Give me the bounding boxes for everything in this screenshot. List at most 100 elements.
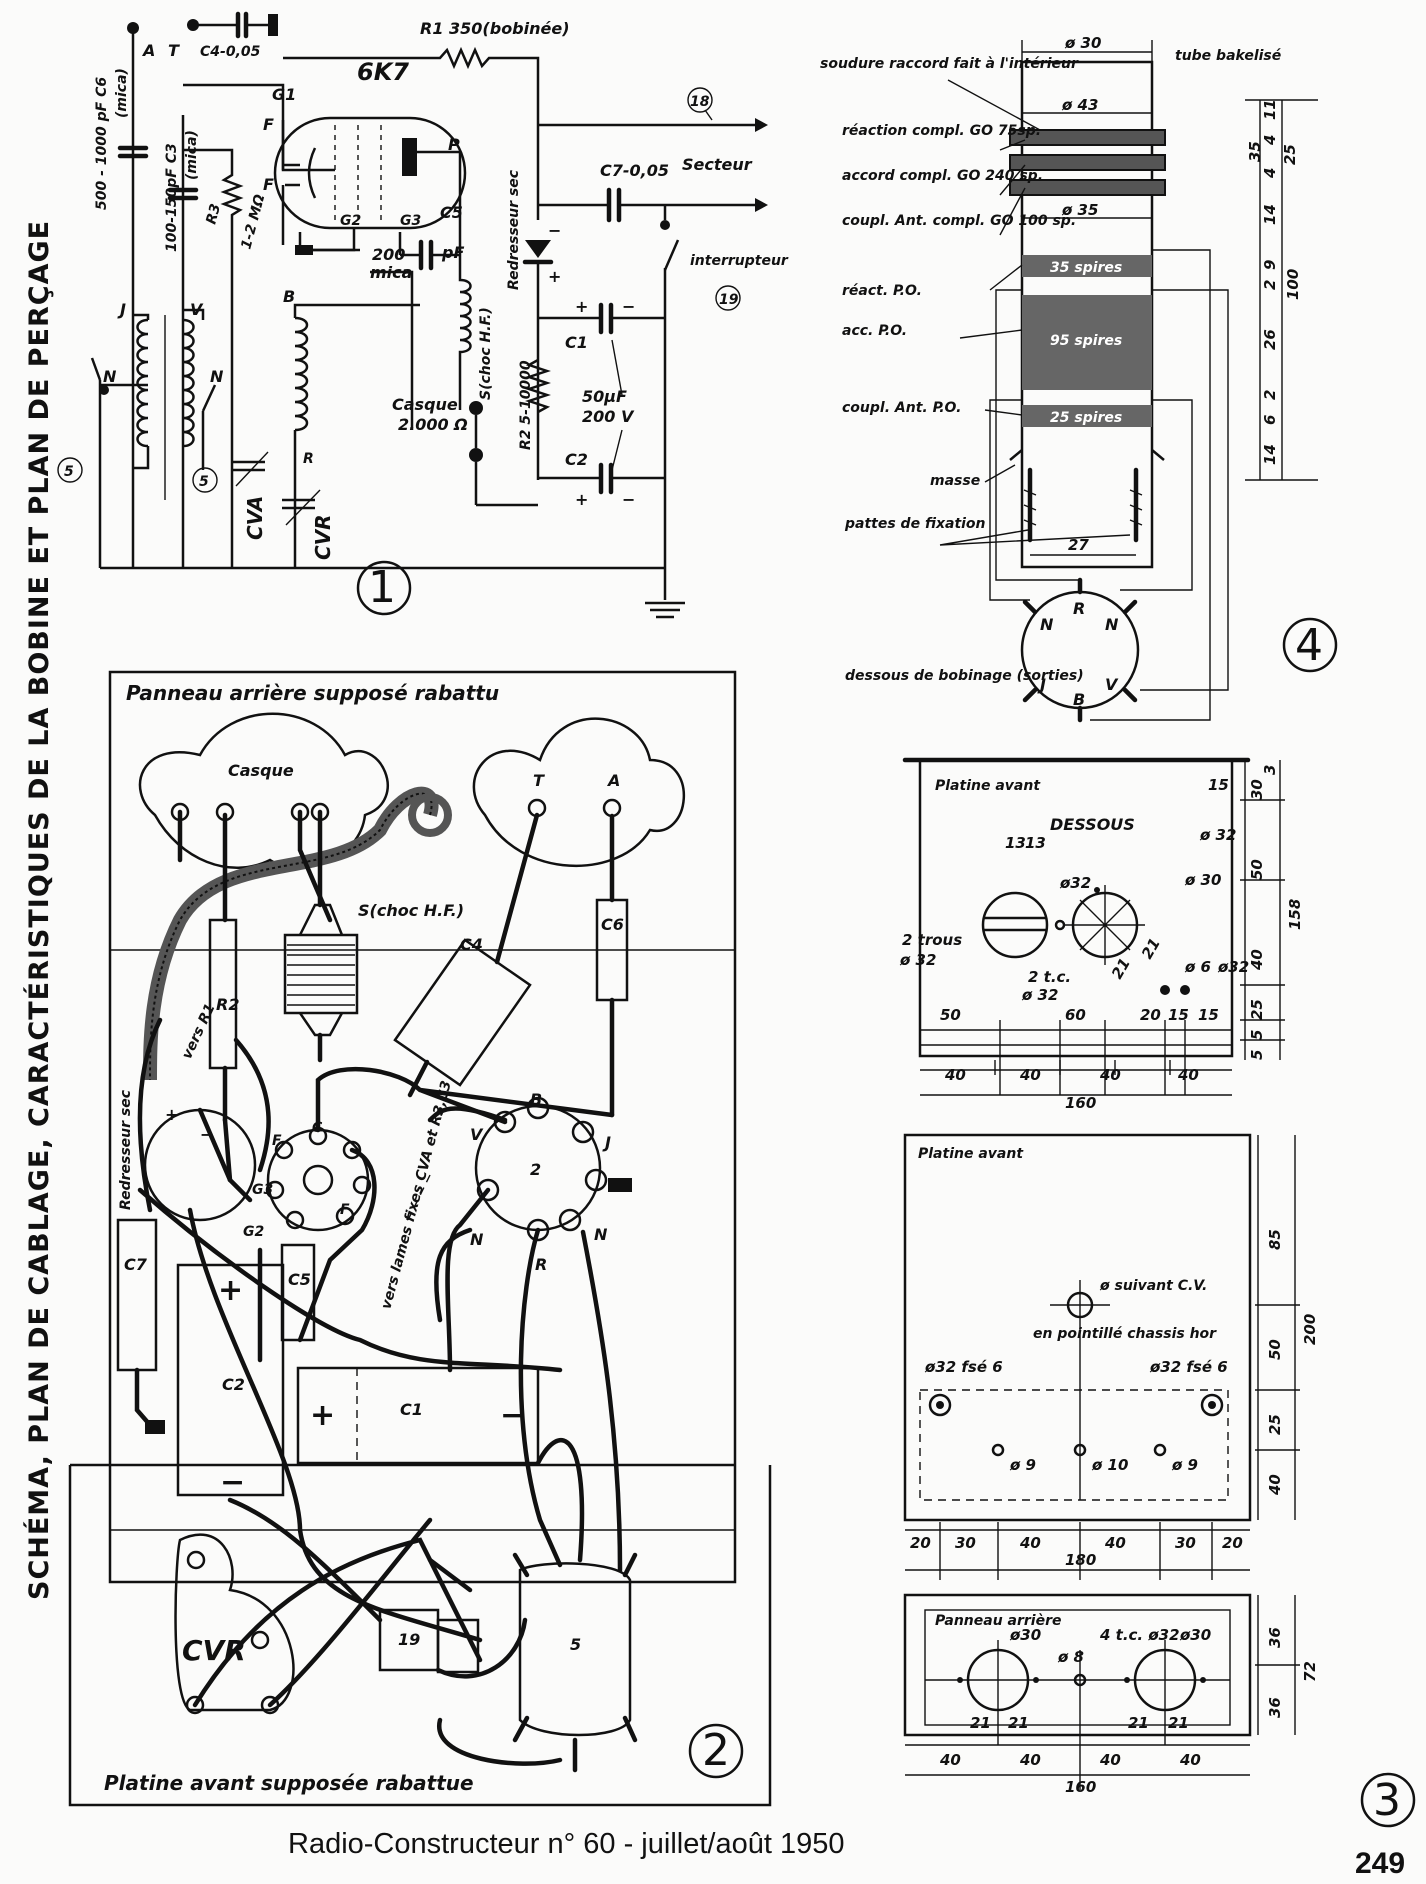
d1-v25: 25 [1248, 999, 1266, 1020]
d2-d10: ø 10 [1091, 1456, 1128, 1474]
d1-b160: 160 [1065, 1094, 1096, 1112]
label-c3-mica: (mica) [184, 130, 200, 180]
coil-pin-n2: N [1105, 615, 1119, 634]
d2-pointille: en pointillé chassis hor [1033, 1326, 1217, 1342]
wiring-figure: Panneau arrière supposé rabattu Platine … [68, 670, 772, 1807]
coil-d35: ø 35 [1061, 201, 1098, 219]
coil-dessous: dessous de bobinage (sorties) [845, 668, 1084, 684]
label-19: 19 [719, 292, 739, 308]
w-label-c7: C7 [124, 1255, 148, 1274]
coil-dim-26: 26 [1261, 329, 1279, 350]
d2-d9b: ø 9 [1171, 1456, 1198, 1474]
d2-v85: 85 [1266, 1229, 1284, 1250]
coil-reaction [294, 316, 309, 432]
coil-acc-po: acc. P.O. [842, 323, 907, 339]
label-f1: F [263, 115, 274, 134]
drill-plan-bottom: Panneau arrière ø30 ø 8 4 t.c. ø32 ø30 2… [903, 1593, 1416, 1828]
coil-dim-2b: 2 [1261, 390, 1279, 400]
label-five-1: 5 [64, 464, 74, 480]
label-v: V [190, 300, 204, 319]
d1-h50: 50 [940, 1006, 961, 1024]
fig-number-3: 3 [1373, 1775, 1401, 1826]
coil-dim-9: 9 [1261, 260, 1279, 270]
w-label-c1: C1 [400, 1400, 423, 1419]
d1-d32c: ø 32 [899, 951, 936, 969]
label-c5: C5 [440, 203, 463, 222]
label-casque: Casque [392, 395, 458, 414]
drill-plan-middle: Platine avant ø suivant C.V. en pointill… [903, 1133, 1319, 1580]
d1-d13a: 13 [1005, 834, 1026, 852]
coil-pattes: pattes de fixation [844, 516, 986, 532]
label-v200: 200 V [582, 407, 635, 426]
d3-b40b: 40 [1019, 1751, 1041, 1769]
coil-pin-n: N [1040, 615, 1054, 634]
label-c2: C2 [565, 450, 588, 469]
variable-capacitor-cvr [174, 1533, 295, 1712]
coil-pin-j: J [1037, 675, 1046, 694]
d1-h15a: 15 [1168, 1006, 1189, 1024]
w-label-t: T [533, 771, 545, 790]
d1-b40d: 40 [1177, 1066, 1199, 1084]
d2-d9a: ø 9 [1009, 1456, 1036, 1474]
label-r1: R1 350(bobinée) [420, 19, 570, 38]
coil-accord: accord compl. GO 240 sp. [842, 168, 1043, 184]
c2-plus: + [575, 490, 588, 509]
label-n1: N [103, 367, 117, 386]
d2-platine: Platine avant [918, 1146, 1024, 1162]
w-label-vers-lames: vers lames fixes CVA et R3,C3 [378, 1079, 454, 1311]
d3-panneau: Panneau arrière [935, 1613, 1061, 1629]
d3-d21a: 21 [970, 1714, 991, 1732]
coil-pin-r: R [1073, 599, 1085, 618]
d2-b40a: 40 [1019, 1534, 1041, 1552]
d1-d32b: ø32 [1059, 874, 1091, 892]
label-r3-val: 1-2 MΩ [238, 193, 268, 251]
label-interrupteur: interrupteur [690, 253, 789, 269]
label-f2: F [263, 175, 274, 194]
label-cvr: CVR [311, 514, 335, 560]
block-5 [518, 1562, 632, 1737]
w-label-two: 2 [530, 1160, 541, 1179]
ground-symbol [645, 601, 685, 619]
coil-react-po: réact. P.O. [842, 283, 922, 299]
w-label-g2: G2 [243, 1224, 264, 1240]
w-label-g3: G3 [252, 1182, 273, 1198]
label-r3: R3 [203, 202, 224, 226]
d1-b40b: 40 [1019, 1066, 1041, 1084]
coil-dim-25: 25 [1281, 144, 1299, 165]
label-platine: Platine avant supposée rabattue [104, 1771, 474, 1795]
label-g2: G2 [340, 213, 361, 229]
coil-antenna [90, 308, 217, 568]
d2-v25: 25 [1266, 1414, 1284, 1435]
d1-d32e: ø32 [1217, 958, 1249, 976]
label-c1: C1 [565, 333, 588, 352]
d1-dessous: DESSOUS [1050, 815, 1135, 834]
d2-b180: 180 [1065, 1551, 1096, 1569]
coil-coupl: coupl. Ant. compl. GO 100 sp. [842, 213, 1076, 229]
tube-6k7 [273, 116, 467, 255]
c1-minus: − [622, 297, 635, 316]
d1-v158: 158 [1286, 899, 1304, 930]
coil-reaction: réaction compl. GO 75sp. [842, 123, 1041, 139]
w-label-n: N [470, 1230, 484, 1249]
coil-coupl-po: coupl. Ant. P.O. [842, 400, 961, 416]
c1-plus: + [575, 297, 588, 316]
coil-pin-b: B [1073, 690, 1085, 709]
w-label-r2: R2 [216, 995, 239, 1014]
d3-d21d: 21 [1168, 1714, 1189, 1732]
coil-figure: 35 spires 95 spires 25 spires ø 30 ø 43 … [820, 34, 1338, 723]
d2-f2: ø32 fsé 6 [1149, 1358, 1228, 1376]
d1-h15b: 15 [1198, 1006, 1219, 1024]
d3-d21c: 21 [1128, 1714, 1149, 1732]
page-title: SCHÉMA, PLAN DE CABLAGE, CARACTÉRISTIQUE… [23, 220, 55, 1600]
label-r2: R2 5-10000 [518, 360, 534, 450]
d1-v50: 50 [1248, 859, 1266, 880]
w-label-redresseur: Redresseur sec [118, 1089, 134, 1210]
label-s95: 95 spires [1050, 333, 1122, 349]
w-label-j: J [602, 1133, 611, 1152]
d1-d30: ø 30 [1184, 871, 1221, 889]
d2-b40b: 40 [1104, 1534, 1126, 1552]
fig-number-2: 2 [702, 1725, 730, 1776]
d3-b40a: 40 [939, 1751, 961, 1769]
w-rect-plus: + [165, 1105, 178, 1124]
